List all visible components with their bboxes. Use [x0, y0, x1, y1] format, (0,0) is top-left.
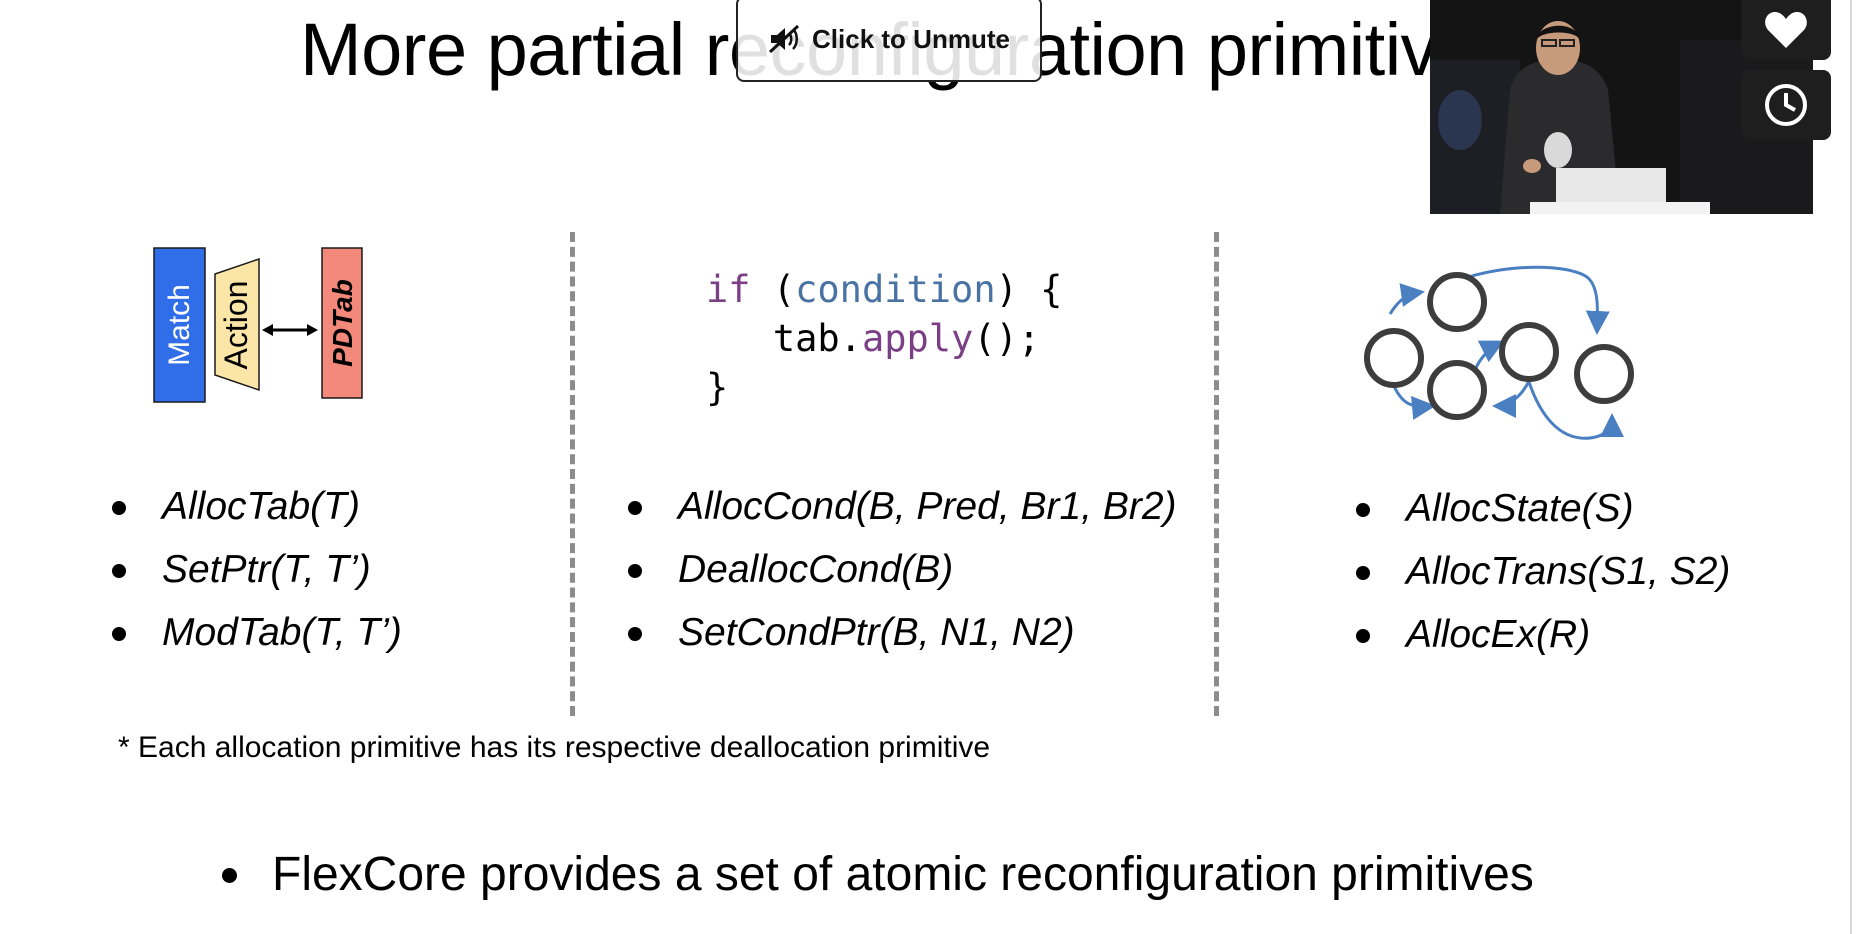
code-object: tab.	[772, 317, 862, 360]
pdtab-label: PDTab	[327, 279, 358, 367]
like-button[interactable]	[1741, 0, 1831, 60]
code-keyword: if	[706, 268, 751, 311]
action-block	[214, 257, 260, 392]
column-divider-left	[570, 232, 575, 716]
code-function: apply	[861, 317, 974, 360]
state-node	[1427, 360, 1487, 420]
code-snippet: if (condition) { tab.apply(); }	[706, 265, 1062, 412]
table-primitives-list: AllocTab(T) SetPtr(T, T’) ModTab(T, T’)	[110, 475, 402, 664]
code-paren: (	[750, 268, 796, 311]
state-graph-diagram	[1364, 265, 1634, 440]
column-divider-right	[1214, 232, 1219, 716]
code-condition: condition	[795, 268, 996, 311]
speaker-muted-icon	[769, 24, 800, 54]
list-item: AllocCond(B, Pred, Br1, Br2)	[626, 475, 1177, 538]
list-item: AllocTab(T)	[110, 475, 402, 538]
state-node	[1499, 322, 1559, 382]
state-node	[1574, 344, 1634, 404]
action-label: Action	[218, 281, 254, 370]
watch-later-button[interactable]	[1741, 70, 1831, 140]
list-item: AllocEx(R)	[1354, 603, 1730, 666]
state-primitives-list: AllocState(S) AllocTrans(S1, S2) AllocEx…	[1354, 477, 1730, 666]
list-item: DeallocCond(B)	[626, 538, 1177, 601]
match-action-diagram: Match Action PDTab	[153, 247, 363, 403]
code-call-end: ();	[973, 317, 1041, 360]
code-brace: ) {	[995, 268, 1063, 311]
condition-primitives-list: AllocCond(B, Pred, Br1, Br2) DeallocCond…	[626, 475, 1177, 664]
footnote: * Each allocation primitive has its resp…	[118, 731, 991, 764]
heart-icon	[1765, 12, 1807, 48]
scrollbar[interactable]	[1850, 0, 1866, 934]
list-item: AllocTrans(S1, S2)	[1354, 540, 1730, 603]
match-label: Match	[163, 284, 196, 366]
state-node	[1427, 272, 1487, 332]
summary-bullet	[222, 868, 237, 883]
list-item: SetPtr(T, T’)	[110, 538, 402, 601]
list-item: ModTab(T, T’)	[110, 601, 402, 664]
pdtab-block	[321, 247, 363, 399]
list-item: AllocState(S)	[1354, 477, 1730, 540]
clock-icon	[1765, 84, 1807, 126]
match-block	[153, 247, 206, 403]
code-closing-brace: }	[706, 366, 729, 409]
summary-text: FlexCore provides a set of atomic reconf…	[272, 848, 1534, 901]
state-node	[1364, 328, 1424, 388]
unmute-button[interactable]: Click to Unmute	[736, 0, 1042, 82]
list-item: SetCondPtr(B, N1, N2)	[626, 601, 1177, 664]
unmute-label: Click to Unmute	[812, 23, 1010, 54]
